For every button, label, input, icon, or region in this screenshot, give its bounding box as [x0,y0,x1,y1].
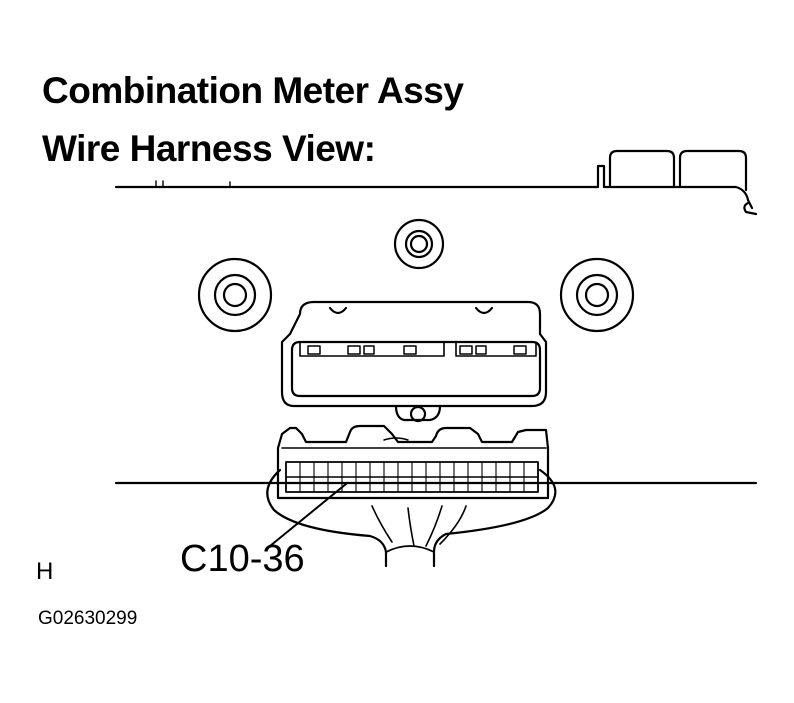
figure-id: G02630299 [38,608,138,629]
mounting-boss-top [393,218,445,270]
harness-connector-c10 [276,424,550,500]
diagram-title-line1: Combination Meter Assy [42,70,464,111]
side-mark: H [36,558,54,585]
wire-bundle [266,468,557,568]
meter-housing-outline [114,149,758,216]
diagram-title-line2: Wire Harness View: [42,128,376,169]
mounting-boss-left [197,257,273,333]
mounting-boss-right [559,257,635,333]
connector-callout-label: C10-36 [180,538,305,580]
meter-receptacle [280,300,548,423]
callout-leader-line [269,483,347,547]
